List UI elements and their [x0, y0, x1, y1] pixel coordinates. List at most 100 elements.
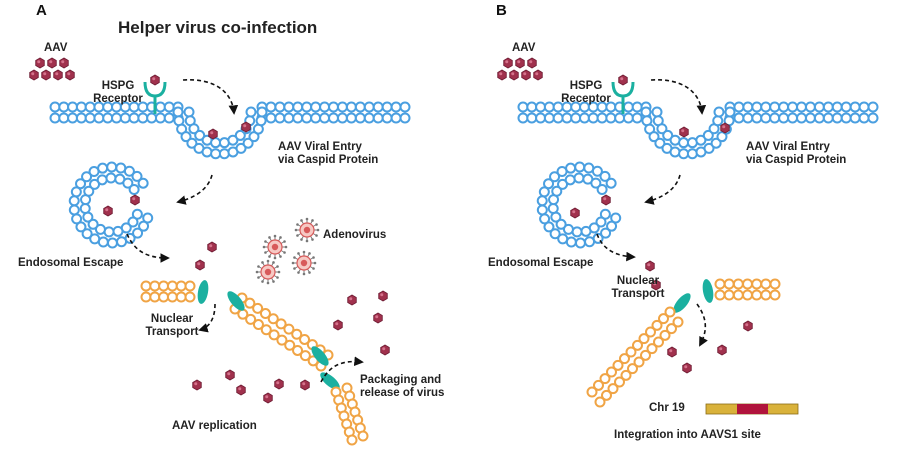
- panel-a-entry-line2: via Caspid Protein: [278, 154, 379, 166]
- adenovirus-icon: [311, 238, 314, 241]
- dna-bead: [659, 329, 671, 341]
- arrow-entry: [182, 79, 239, 115]
- membrane-bead: [712, 115, 724, 127]
- membrane-bead: [787, 112, 799, 124]
- adenovirus-icon: [294, 228, 298, 232]
- aav-particle: [207, 241, 217, 253]
- adenovirus-icon: [264, 268, 272, 276]
- membrane-bead: [702, 129, 714, 141]
- membrane-bead: [227, 134, 239, 146]
- endosome-bead: [574, 161, 586, 173]
- nuclear-pore: [227, 291, 245, 311]
- panel-b-entry-label: AAV Viral Entry via Caspid Protein: [746, 141, 846, 167]
- membrane-bead: [188, 123, 200, 135]
- panel-a-aav-label: AAV: [44, 42, 68, 54]
- endosome-bead: [96, 174, 108, 186]
- membrane-bead: [128, 112, 140, 124]
- membrane-bead: [310, 112, 322, 124]
- dna-bead: [640, 349, 651, 361]
- panel-b-nuclear-line1: Nuclear: [616, 275, 660, 287]
- dna-bead: [769, 289, 781, 301]
- dna-bead: [260, 324, 272, 336]
- membrane-bead: [742, 101, 754, 113]
- aav-particle: [150, 74, 160, 86]
- membrane-bead: [363, 101, 375, 113]
- membrane-bead: [831, 112, 843, 124]
- adenovirus-icon: [277, 270, 281, 274]
- aav-particle: [302, 382, 306, 386]
- panel-b-entry-line2: via Caspid Protein: [746, 154, 847, 166]
- membrane-bead: [336, 101, 348, 113]
- endosome-bead: [137, 177, 149, 189]
- membrane-bead: [328, 101, 339, 113]
- dna-bead: [284, 339, 296, 351]
- membrane-bead: [778, 112, 790, 124]
- dna-bead: [346, 434, 358, 446]
- dna-bead: [633, 356, 645, 368]
- aav-particle: [49, 60, 53, 64]
- aav-particle: [300, 379, 310, 391]
- panel-a-entry-line1: AAV Viral Entry: [278, 141, 362, 153]
- aav-particle: [515, 57, 525, 69]
- arrow-endocytosis: [644, 174, 681, 205]
- endosome-bead: [122, 177, 134, 189]
- endosome-bead: [565, 162, 577, 174]
- membrane-bead: [526, 112, 538, 124]
- membrane-bead: [651, 106, 663, 118]
- membrane-bead: [265, 112, 277, 124]
- membrane-bead: [804, 112, 816, 124]
- membrane-bead: [336, 112, 348, 124]
- membrane-bead: [769, 112, 781, 124]
- dna-bead: [158, 291, 170, 303]
- panel-a-receptor-line1: HSPG: [101, 80, 135, 92]
- adenovirus-icon: [305, 239, 309, 243]
- endosome-bead: [595, 216, 607, 228]
- aav-particle: [618, 74, 628, 86]
- panel-a-receptor-line2: Receptor: [93, 93, 143, 105]
- dna-bead: [664, 306, 676, 318]
- aav-particle: [719, 347, 723, 351]
- membrane-bead: [858, 112, 870, 124]
- membrane-bead: [186, 137, 198, 149]
- dna-bead: [276, 334, 288, 346]
- endosome-bead: [599, 170, 611, 182]
- membrane-bead: [813, 101, 825, 113]
- dna-bead: [760, 278, 772, 290]
- adenovirus-icon: [300, 219, 303, 222]
- aavs1-site: [737, 404, 768, 414]
- membrane-bead: [319, 101, 331, 113]
- aav-particle: [527, 57, 537, 69]
- membrane-bead: [724, 106, 736, 118]
- aav-particle: [653, 282, 657, 286]
- adenovirus-icon: [273, 234, 277, 238]
- membrane-bead: [543, 101, 555, 113]
- adenovirus-icon: [261, 261, 264, 264]
- adenovirus-icon: [272, 261, 275, 264]
- dna-bead: [140, 291, 152, 303]
- adenovirus-icon: [293, 267, 296, 270]
- aav-particle: [720, 122, 730, 134]
- adenovirus-icon: [268, 255, 271, 258]
- dna-bead: [627, 363, 638, 375]
- dna-bead: [760, 289, 772, 301]
- membrane-bead: [686, 148, 698, 160]
- membrane-bead: [255, 115, 267, 127]
- aav-particle: [349, 297, 353, 301]
- aav-particle: [194, 382, 198, 386]
- membrane-bead: [49, 112, 61, 124]
- membrane-bead: [210, 148, 222, 160]
- panel-b-art: [497, 57, 879, 415]
- endosome-bead: [549, 228, 561, 240]
- aav-particle: [378, 290, 388, 302]
- membrane-bead: [283, 101, 295, 113]
- adenovirus-icon: [262, 245, 266, 249]
- aav-particle: [682, 362, 692, 374]
- adenovirus-icon: [297, 252, 300, 255]
- endosome-bead: [538, 186, 550, 198]
- membrane-bead: [867, 112, 879, 124]
- dna-bead: [299, 350, 311, 362]
- aav-particle: [669, 349, 673, 353]
- aav-particle: [130, 194, 140, 206]
- panel-b-nuclear-line2: Transport: [611, 288, 665, 300]
- endosome-bead: [71, 213, 83, 225]
